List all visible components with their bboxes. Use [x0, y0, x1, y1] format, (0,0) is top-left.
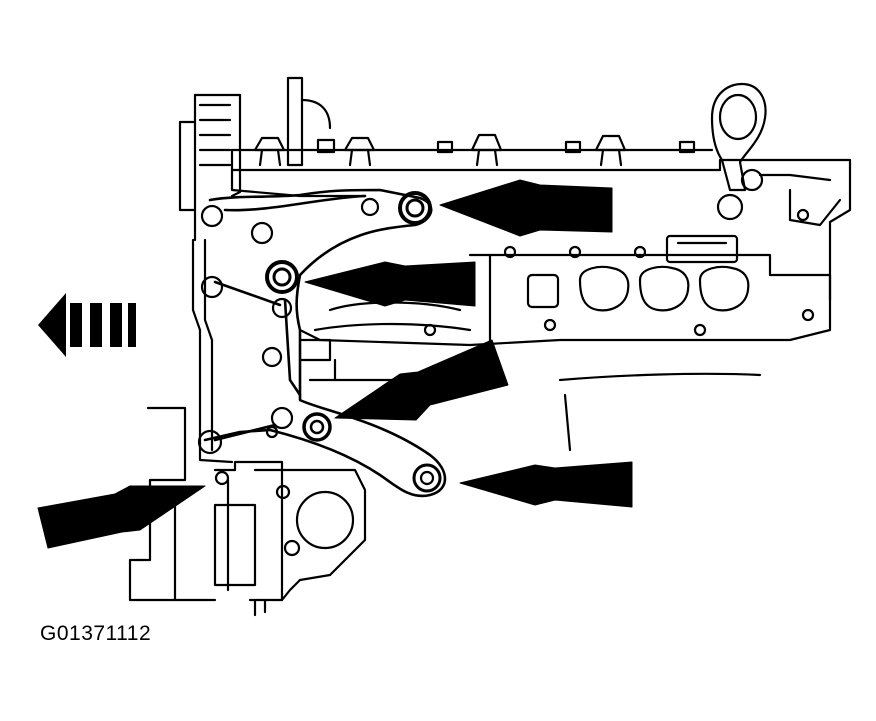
arrow-lower-bolt [334, 339, 509, 421]
bracket [203, 188, 447, 498]
bolt [270, 406, 294, 430]
figure-id-label: G01371112 [40, 622, 152, 645]
bolt [271, 297, 293, 319]
arrow-lower-left-bolt [37, 485, 206, 549]
lower-bracket-bolt [302, 412, 332, 442]
bolt [200, 275, 224, 299]
bolt [360, 197, 380, 217]
cam-caps [253, 133, 627, 167]
arrow-middle-bolt [304, 261, 476, 307]
cylinder-head [230, 133, 852, 347]
upper-bracket-bolt [398, 191, 432, 225]
bolt [261, 346, 283, 368]
bracket-end-bolt [412, 463, 442, 493]
lower-left-bolt [214, 470, 230, 486]
bolt [200, 204, 224, 228]
front-direction-arrow [38, 293, 136, 357]
callout-arrows [37, 179, 633, 549]
bolts [197, 191, 442, 493]
bolt [250, 221, 274, 245]
arrow-upper-bolt [439, 179, 613, 237]
lifting-eye [710, 82, 842, 227]
bolt [197, 429, 223, 455]
middle-bracket-bolt [265, 260, 299, 294]
lower-components [128, 338, 762, 617]
bolt [265, 425, 279, 439]
pulley [295, 490, 355, 550]
arrow-bracket-end-bolt [459, 461, 633, 508]
